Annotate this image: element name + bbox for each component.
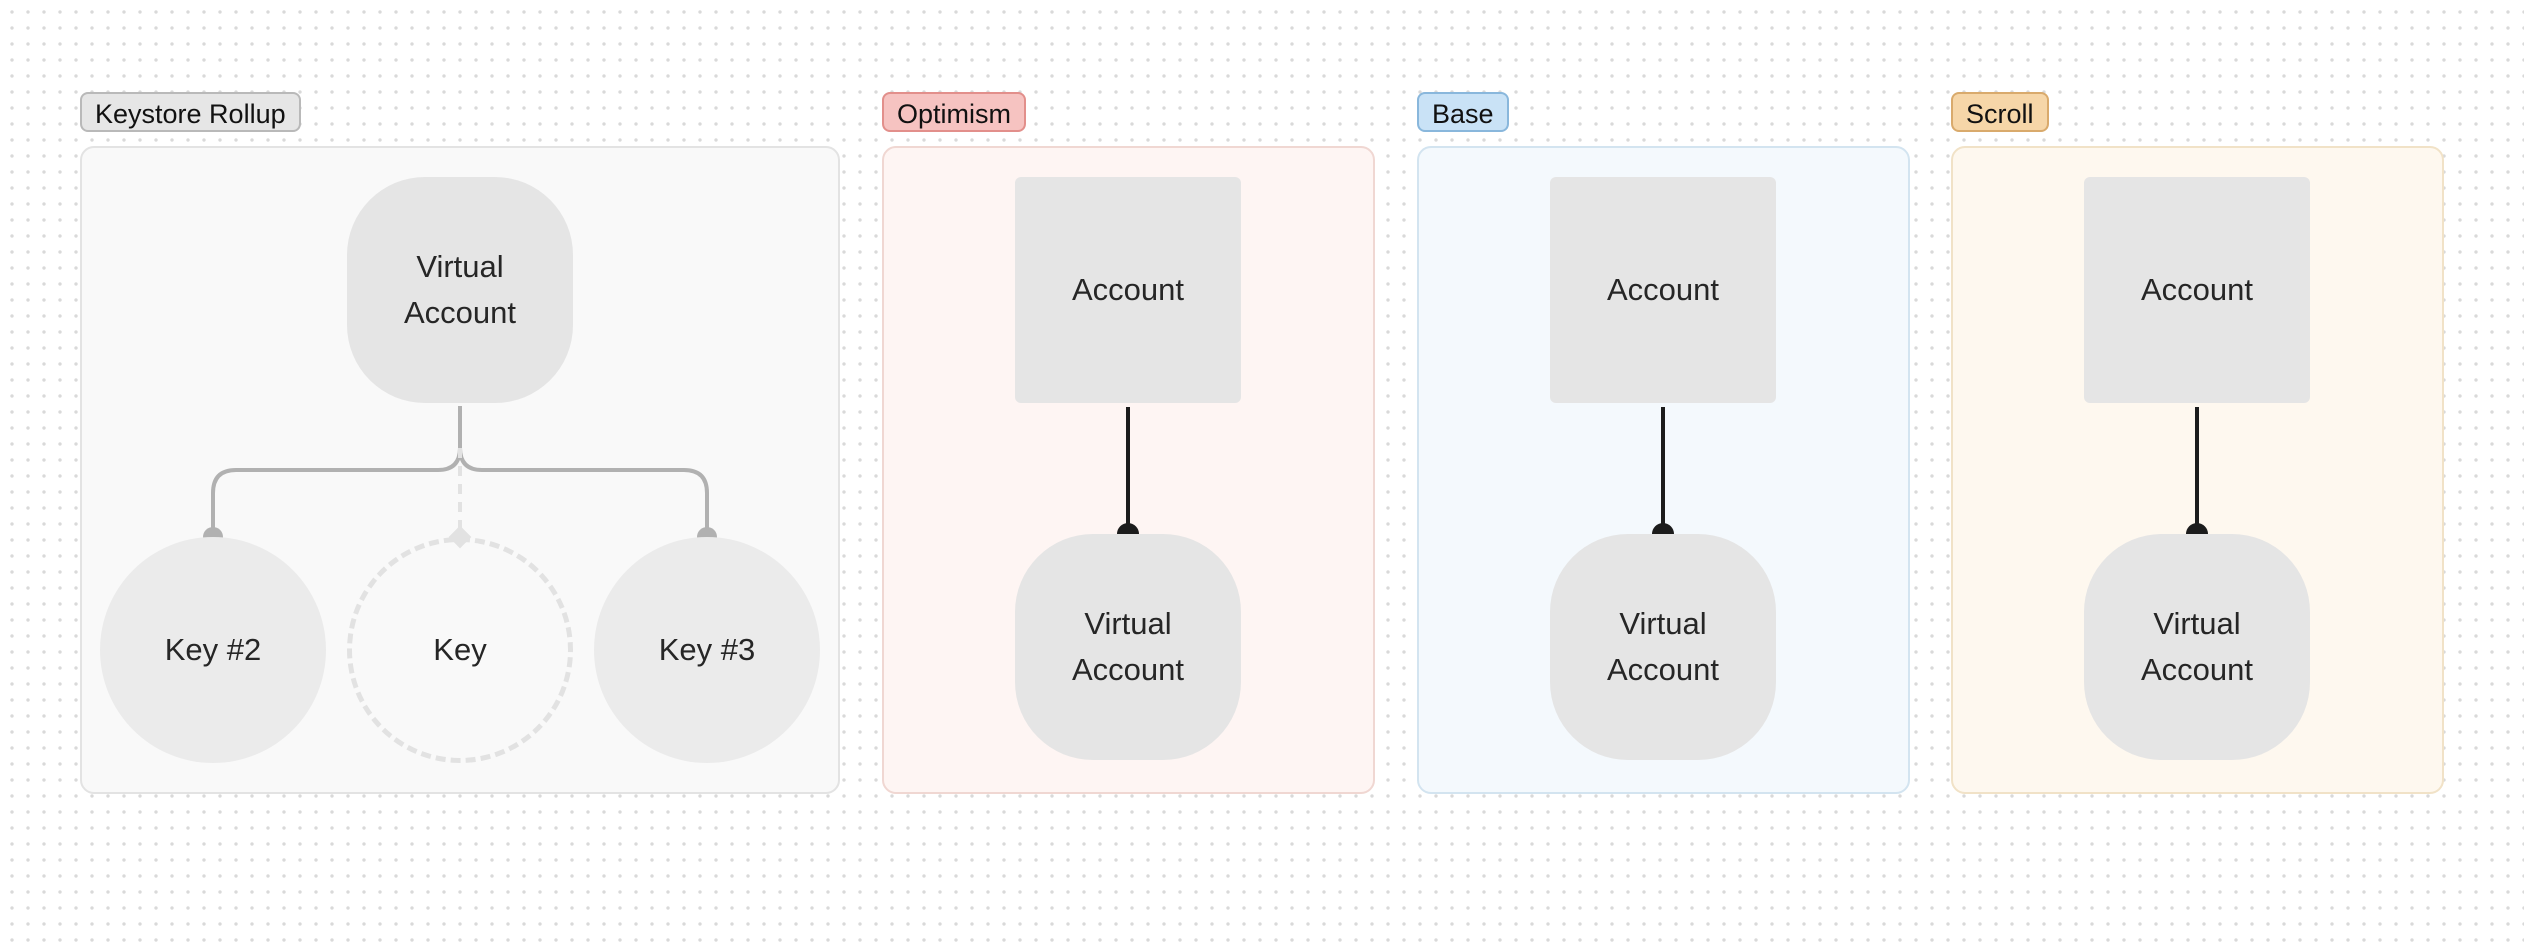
scroll-account-node[interactable]: Account	[2084, 177, 2310, 403]
connector-virtual-account-to-key-2	[211, 406, 462, 536]
connector-virtual-account-to-key-3	[458, 406, 709, 536]
base-account-node[interactable]: Account	[1550, 177, 1776, 403]
key-3-node[interactable]: Key #3	[594, 537, 820, 763]
key-2-node[interactable]: Key #2	[100, 537, 326, 763]
scroll-virtual-account-node[interactable]: Virtual Account	[2084, 534, 2310, 760]
base-virtual-account-node[interactable]: Virtual Account	[1550, 534, 1776, 760]
scroll-label: Scroll	[1951, 92, 2049, 132]
keystore-virtual-account-node[interactable]: Virtual Account	[347, 177, 573, 403]
key-node[interactable]: Key	[347, 537, 573, 763]
optimism-account-node[interactable]: Account	[1015, 177, 1241, 403]
optimism-virtual-account-node[interactable]: Virtual Account	[1015, 534, 1241, 760]
keystore-rollup-label: Keystore Rollup	[80, 92, 301, 132]
base-label: Base	[1417, 92, 1509, 132]
optimism-label: Optimism	[882, 92, 1026, 132]
